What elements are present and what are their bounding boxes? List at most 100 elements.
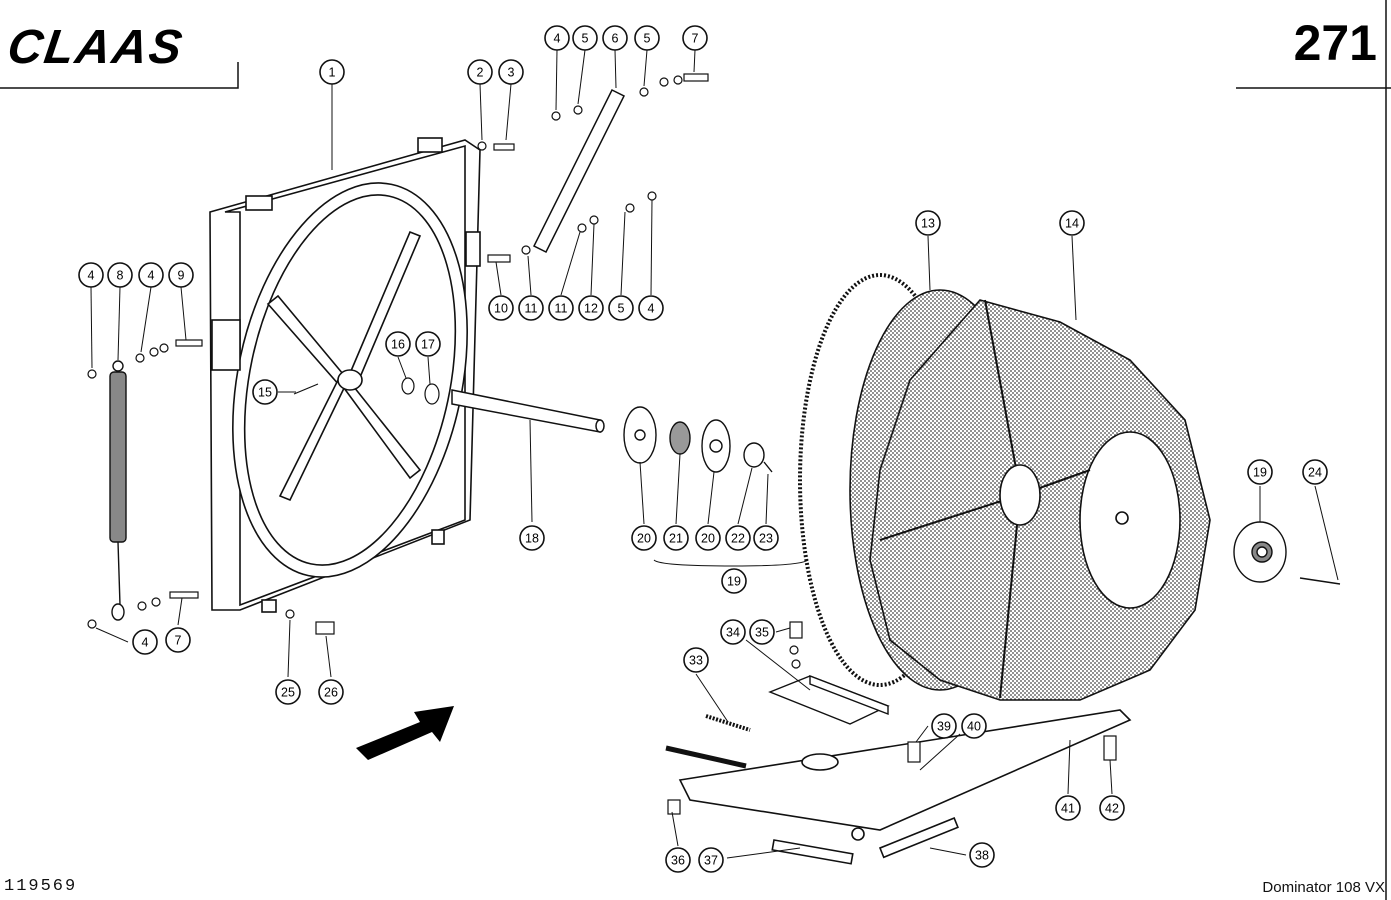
callout-number: 2 xyxy=(477,66,484,80)
callout-number: 41 xyxy=(1061,802,1075,816)
callout-number: 25 xyxy=(281,686,295,700)
callout-number: 7 xyxy=(175,634,182,648)
callout-number: 34 xyxy=(726,626,740,640)
callout-8: 8 xyxy=(107,262,133,288)
callout-number: 42 xyxy=(1105,802,1119,816)
callout-42: 42 xyxy=(1099,795,1125,821)
callout-number: 16 xyxy=(391,338,405,352)
callout-11: 11 xyxy=(518,295,544,321)
model-name: Dominator 108 VX xyxy=(1262,879,1385,896)
callout-2: 2 xyxy=(467,59,493,85)
callout-20: 20 xyxy=(631,525,657,551)
callout-40: 40 xyxy=(961,713,987,739)
fasteners xyxy=(87,73,1117,815)
callout-number: 39 xyxy=(937,720,951,734)
page-number: 271 xyxy=(1293,15,1377,71)
callout-36: 36 xyxy=(665,847,691,873)
callout-7: 7 xyxy=(165,627,191,653)
fan-housing xyxy=(209,137,481,613)
callout-number: 1 xyxy=(329,66,336,80)
callout-number: 19 xyxy=(727,575,741,589)
callout-3: 3 xyxy=(498,59,524,85)
callout-number: 10 xyxy=(494,302,508,316)
callout-16: 16 xyxy=(385,331,411,357)
callout-7: 7 xyxy=(682,25,708,51)
rotary-screen xyxy=(798,273,1211,701)
callout-26: 26 xyxy=(318,679,344,705)
callout-21: 21 xyxy=(663,525,689,551)
callout-10: 10 xyxy=(488,295,514,321)
callout-37: 37 xyxy=(698,847,724,873)
callout-4: 4 xyxy=(138,262,164,288)
callout-11: 11 xyxy=(548,295,574,321)
callout-number: 23 xyxy=(759,532,773,546)
callout-4: 4 xyxy=(78,262,104,288)
callout-number: 18 xyxy=(525,532,539,546)
callout-number: 4 xyxy=(554,32,561,46)
callout-number: 9 xyxy=(178,269,185,283)
callout-38: 38 xyxy=(969,842,995,868)
gas-strut xyxy=(109,360,127,621)
callout-1: 1 xyxy=(319,59,345,85)
callout-4: 4 xyxy=(132,629,158,655)
callout-number: 37 xyxy=(704,854,718,868)
callout-number: 7 xyxy=(692,32,699,46)
callout-20: 20 xyxy=(695,525,721,551)
callout-39: 39 xyxy=(931,713,957,739)
airflow-arrow xyxy=(356,706,454,760)
callout-number: 4 xyxy=(142,636,149,650)
callout-number: 24 xyxy=(1308,466,1322,480)
callout-6: 6 xyxy=(602,25,628,51)
callout-15: 15 xyxy=(252,379,278,405)
callout-number: 5 xyxy=(618,302,625,316)
callout-number: 4 xyxy=(88,269,95,283)
drawing-code: 119569 xyxy=(4,877,78,896)
callout-number: 8 xyxy=(117,269,124,283)
callout-14: 14 xyxy=(1059,210,1085,236)
callout-number: 11 xyxy=(525,302,538,316)
callout-13: 13 xyxy=(915,210,941,236)
callout-17: 17 xyxy=(415,331,441,357)
screen-hub xyxy=(1233,521,1341,585)
callout-number: 4 xyxy=(148,269,155,283)
bearing-parts xyxy=(623,406,773,473)
base-plate xyxy=(665,709,1132,865)
callout-9: 9 xyxy=(168,262,194,288)
callout-41: 41 xyxy=(1055,795,1081,821)
callout-4: 4 xyxy=(638,295,664,321)
callout-number: 21 xyxy=(669,532,683,546)
callout-34: 34 xyxy=(720,619,746,645)
callout-5: 5 xyxy=(608,295,634,321)
callout-33: 33 xyxy=(683,647,709,673)
callout-25: 25 xyxy=(275,679,301,705)
callout-number: 20 xyxy=(701,532,715,546)
callout-number: 13 xyxy=(921,217,935,231)
callout-number: 17 xyxy=(421,338,435,352)
callout-4: 4 xyxy=(544,25,570,51)
callout-number: 11 xyxy=(555,302,568,316)
callout-number: 26 xyxy=(324,686,338,700)
callout-19: 19 xyxy=(721,568,747,594)
callout-24: 24 xyxy=(1302,459,1328,485)
callout-number: 38 xyxy=(975,849,989,863)
callout-number: 5 xyxy=(644,32,651,46)
callout-number: 3 xyxy=(508,66,515,80)
callout-23: 23 xyxy=(753,525,779,551)
callout-number: 35 xyxy=(755,626,769,640)
callout-number: 15 xyxy=(258,386,272,400)
callout-18: 18 xyxy=(519,525,545,551)
callout-5: 5 xyxy=(634,25,660,51)
callout-number: 6 xyxy=(612,32,619,46)
callout-number: 12 xyxy=(584,302,598,316)
callout-35: 35 xyxy=(749,619,775,645)
callout-22: 22 xyxy=(725,525,751,551)
callout-number: 14 xyxy=(1065,217,1079,231)
spring xyxy=(705,714,751,732)
leader-lines xyxy=(90,49,1339,859)
callout-number: 33 xyxy=(689,654,703,668)
callout-number: 40 xyxy=(967,720,981,734)
drive-shaft xyxy=(451,389,605,433)
